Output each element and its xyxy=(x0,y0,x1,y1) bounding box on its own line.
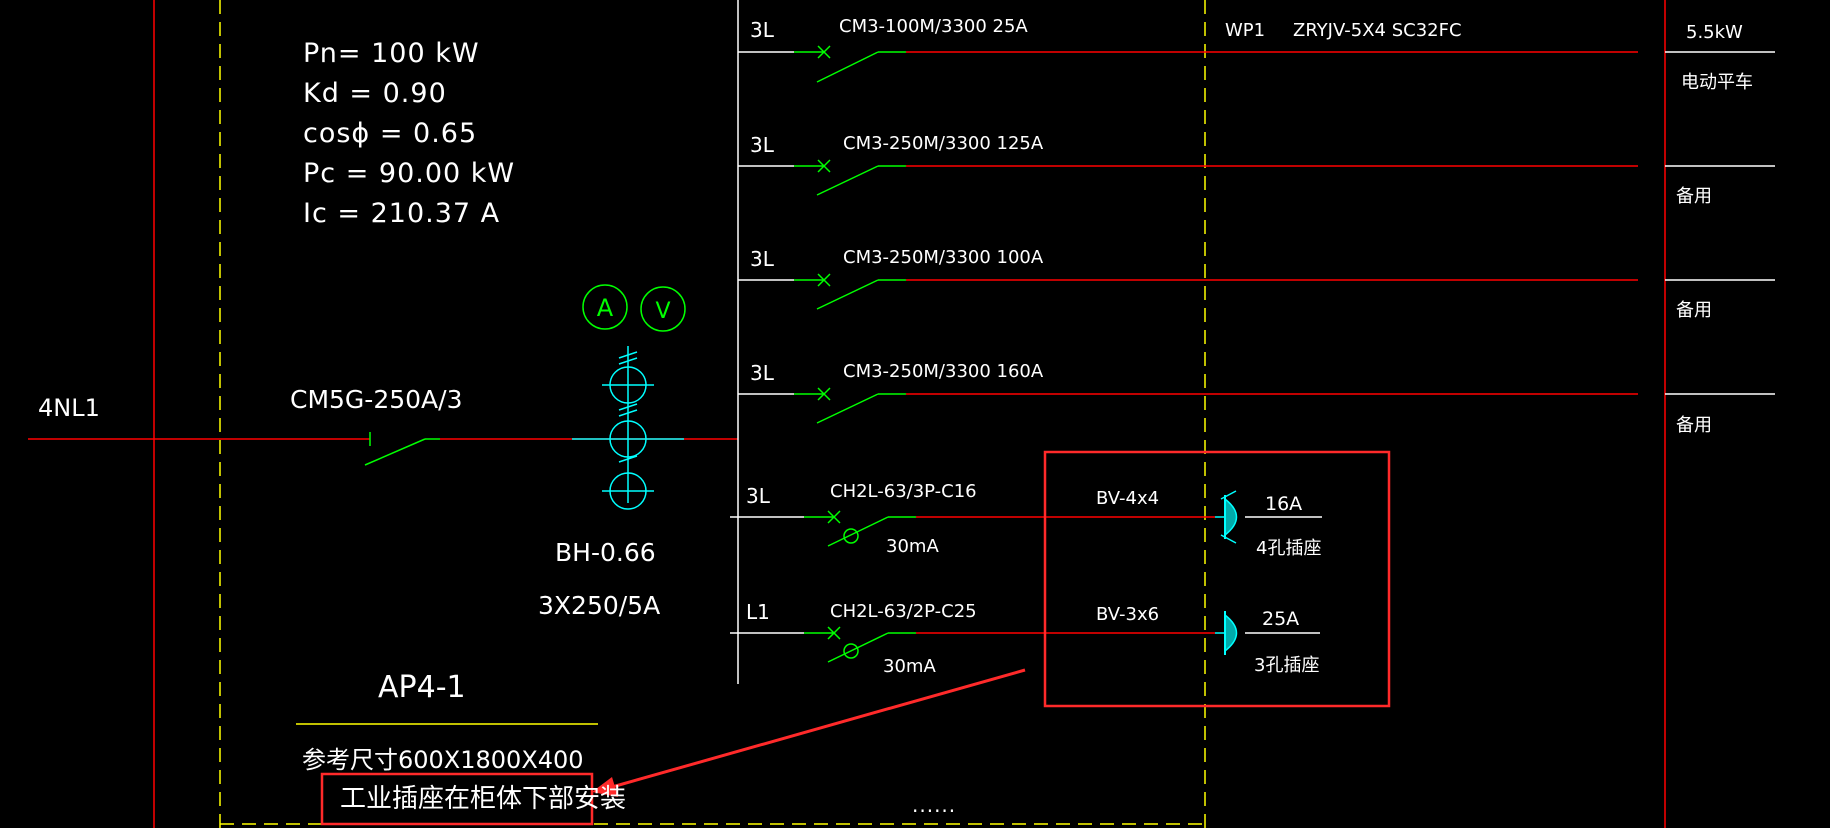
circuit-4: 3L CM3-250M/3300 160A 备用 xyxy=(738,361,1775,436)
circuit-1: 3L CM3-100M/3300 25A WP1 ZRYJV-5X4 SC32F… xyxy=(738,16,1775,93)
socket-circuit-1-rating: 16A xyxy=(1265,493,1302,515)
circuit-2-breaker: CM3-250M/3300 125A xyxy=(843,133,1044,154)
ct-ratio-label: 3X250/5A xyxy=(538,591,660,620)
socket-circuit-1-rcbo-symbol xyxy=(804,510,916,547)
socket-circuit-1-wire: BV-4x4 xyxy=(1096,488,1159,509)
circuit-3-phase: 3L xyxy=(750,247,775,271)
panel-annotation: 工业插座在柜体下部安装 xyxy=(340,784,626,814)
circuit-3-breaker: CM3-250M/3300 100A xyxy=(843,247,1044,268)
svg-text:V: V xyxy=(655,299,670,324)
circuit-2: 3L CM3-250M/3300 125A 备用 xyxy=(738,133,1775,207)
circuit-4-breaker-symbol xyxy=(794,387,906,424)
circuit-1-id: WP1 xyxy=(1225,20,1265,41)
panel-size-note: 参考尺寸600X1800X400 xyxy=(302,746,584,774)
circuit-1-cable: ZRYJV-5X4 SC32FC xyxy=(1293,20,1462,41)
circuit-1-phase: 3L xyxy=(750,18,775,42)
circuit-1-breaker-symbol xyxy=(794,45,906,83)
circuit-4-phase: 3L xyxy=(750,361,775,385)
circuit-1-breaker: CM3-100M/3300 25A xyxy=(839,16,1028,37)
socket-circuit-1-breaker: CH2L-63/3P-C16 xyxy=(830,481,977,502)
socket-circuit-2-rcbo-symbol xyxy=(804,626,916,663)
param-pc: Pc = 90.00 kW xyxy=(303,158,515,189)
main-breaker-label: CM5G-250A/3 xyxy=(290,385,462,414)
main-breaker-symbol xyxy=(364,432,440,466)
socket-circuit-2-breaker: CH2L-63/2P-C25 xyxy=(830,601,977,622)
circuit-4-breaker: CM3-250M/3300 160A xyxy=(843,361,1044,382)
circuit-1-load: 电动平车 xyxy=(1681,72,1753,93)
socket-circuit-2: L1 CH2L-63/2P-C25 30mA BV-3x6 25A 3孔插座 xyxy=(730,600,1320,677)
param-pn: Pn= 100 kW xyxy=(303,38,480,69)
socket-circuit-1: 3L CH2L-63/3P-C16 30mA BV-4x4 16A 4孔插座 xyxy=(730,481,1322,559)
circuit-1-power: 5.5kW xyxy=(1686,22,1743,43)
socket-highlight-box xyxy=(1043,450,1391,708)
socket-circuit-1-rcd: 30mA xyxy=(886,536,939,557)
param-cosphi: cosϕ = 0.65 xyxy=(303,118,477,149)
annotation-arrow xyxy=(592,668,1026,797)
svg-text:A: A xyxy=(597,294,614,322)
circuit-2-load: 备用 xyxy=(1676,186,1712,207)
socket-4pin-icon xyxy=(1215,490,1322,544)
ammeter-icon: A xyxy=(582,284,628,330)
load-parameters: Pn= 100 kW Kd = 0.90 cosϕ = 0.65 Pc = 90… xyxy=(303,38,515,229)
socket-circuit-2-phase: L1 xyxy=(746,600,770,624)
incoming-feeder-label: 4NL1 xyxy=(38,394,100,422)
socket-circuit-2-rcd: 30mA xyxy=(883,656,936,677)
voltmeter-icon: V xyxy=(640,286,686,332)
circuit-3-load: 备用 xyxy=(1676,300,1712,321)
annotation-highlight-box xyxy=(320,772,594,826)
circuit-4-load: 备用 xyxy=(1676,415,1712,436)
socket-3pin-icon xyxy=(1215,611,1320,655)
socket-circuit-2-wire: BV-3x6 xyxy=(1096,604,1159,625)
socket-circuit-1-name: 4孔插座 xyxy=(1256,538,1321,559)
circuit-2-phase: 3L xyxy=(750,133,775,157)
circuit-3: 3L CM3-250M/3300 100A 备用 xyxy=(738,247,1775,321)
circuit-3-breaker-symbol xyxy=(794,273,906,310)
param-kd: Kd = 0.90 xyxy=(303,78,447,109)
socket-circuit-2-rating: 25A xyxy=(1262,608,1299,630)
param-ic: Ic = 210.37 A xyxy=(303,198,500,229)
ellipsis-indicator: ······ xyxy=(912,799,956,823)
panel-name: AP4-1 xyxy=(378,670,466,705)
circuit-2-breaker-symbol xyxy=(794,159,906,196)
socket-circuit-1-phase: 3L xyxy=(746,484,771,508)
ct-model-label: BH-0.66 xyxy=(555,538,656,567)
current-transformer-icon xyxy=(572,346,684,510)
socket-circuit-2-name: 3孔插座 xyxy=(1254,655,1319,676)
